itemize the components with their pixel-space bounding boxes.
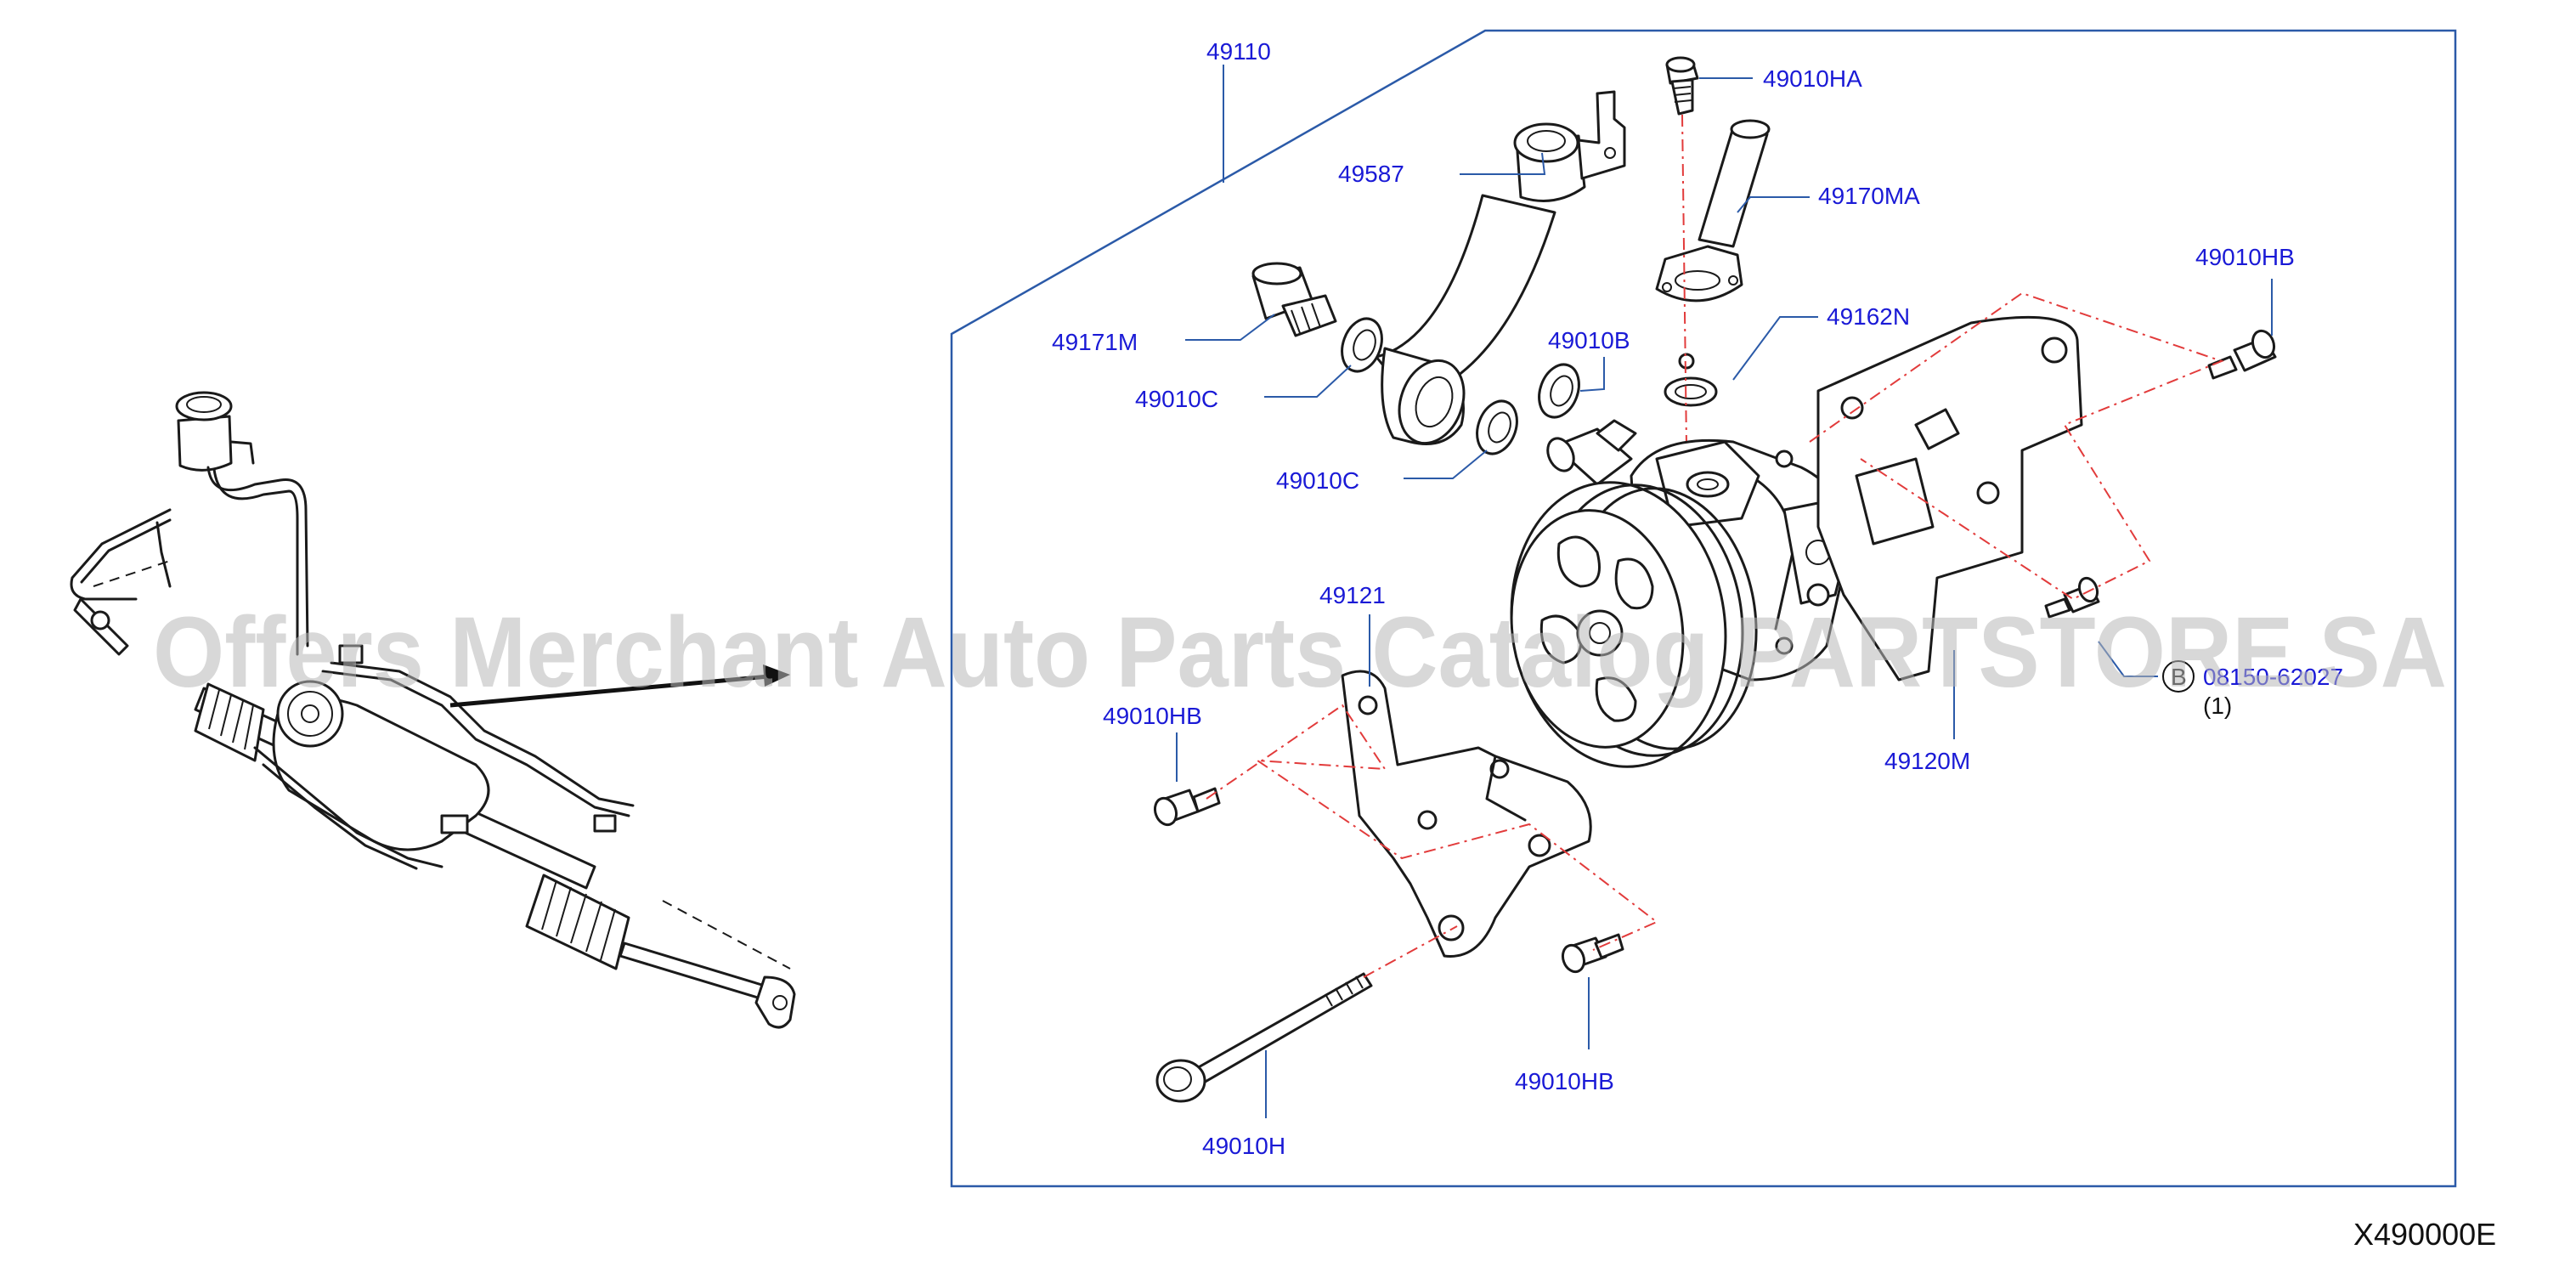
leader-49010C-lower <box>1404 450 1488 479</box>
bracket-49121 <box>1341 670 1592 958</box>
label-49010C-upper: 49010C <box>1135 386 1218 412</box>
overview-arrowhead <box>763 664 790 687</box>
overview-arrow <box>449 674 770 708</box>
label-49010HB-left: 49010HB <box>1103 703 1202 729</box>
bolt-49010H <box>1155 972 1373 1103</box>
label-49010H: 49010H <box>1202 1133 1285 1159</box>
label-49120M: 49120M <box>1884 748 1970 774</box>
power-steering-pump <box>1510 419 1850 768</box>
circle-marker <box>2162 660 2195 693</box>
label-49171M: 49171M <box>1052 329 1138 355</box>
centerline-lower-left <box>1206 704 1658 951</box>
washer-49010C-lower <box>1476 399 1518 455</box>
leader-49010B <box>1579 357 1605 392</box>
centerline-long-bolt <box>1363 925 1458 978</box>
label-49010HA: 49010HA <box>1763 65 1862 92</box>
label-49587: 49587 <box>1338 161 1404 187</box>
leader-08150 <box>2098 641 2158 677</box>
leader-49170MA <box>1737 196 1810 213</box>
leader-49171M <box>1185 314 1275 341</box>
bolt-49010HA <box>1665 56 1699 116</box>
label-49110: 49110 <box>1206 38 1271 65</box>
label-quantity: (1) <box>2203 693 2232 719</box>
washer-49010C-upper <box>1341 317 1383 373</box>
washer-49010B <box>1538 363 1580 419</box>
leader-49162N <box>1732 316 1818 381</box>
bolt-49010HB-top <box>2207 329 2277 380</box>
bolt-08150-62027 <box>2044 576 2100 619</box>
steering-rack-overview <box>70 391 796 1029</box>
label-49010HB-bottom: 49010HB <box>1515 1068 1614 1094</box>
leader-49587 <box>1460 152 1546 175</box>
bolt-49010HB-left <box>1153 787 1221 827</box>
label-49121: 49121 <box>1319 582 1386 608</box>
diagram-code: X490000E <box>2353 1217 2496 1252</box>
connector-49171M <box>1251 262 1337 337</box>
bracket-49120M <box>1816 315 2083 681</box>
bolt-49010HB-bottom <box>1561 933 1624 974</box>
label-49010B: 49010B <box>1548 327 1630 353</box>
centerline-top <box>1681 114 1687 447</box>
label-49010C-lower: 49010C <box>1276 467 1359 494</box>
circle-marker-letter: B <box>2171 664 2187 690</box>
outlet-pipe-49170MA <box>1655 119 1771 303</box>
label-49162N: 49162N <box>1827 303 1910 330</box>
detail-frame <box>950 29 2457 1188</box>
watermark-text: Offers Merchant Auto Parts Catalog PARTS… <box>153 597 2447 709</box>
oring-49162N <box>1664 353 1718 407</box>
suction-pipe-49587 <box>1375 90 1626 445</box>
label-08150-62027: 08150-62027 <box>2203 664 2343 690</box>
label-49010HB-top: 49010HB <box>2195 244 2295 270</box>
label-49170MA: 49170MA <box>1818 183 1920 209</box>
leader-49010C-upper <box>1264 365 1352 398</box>
